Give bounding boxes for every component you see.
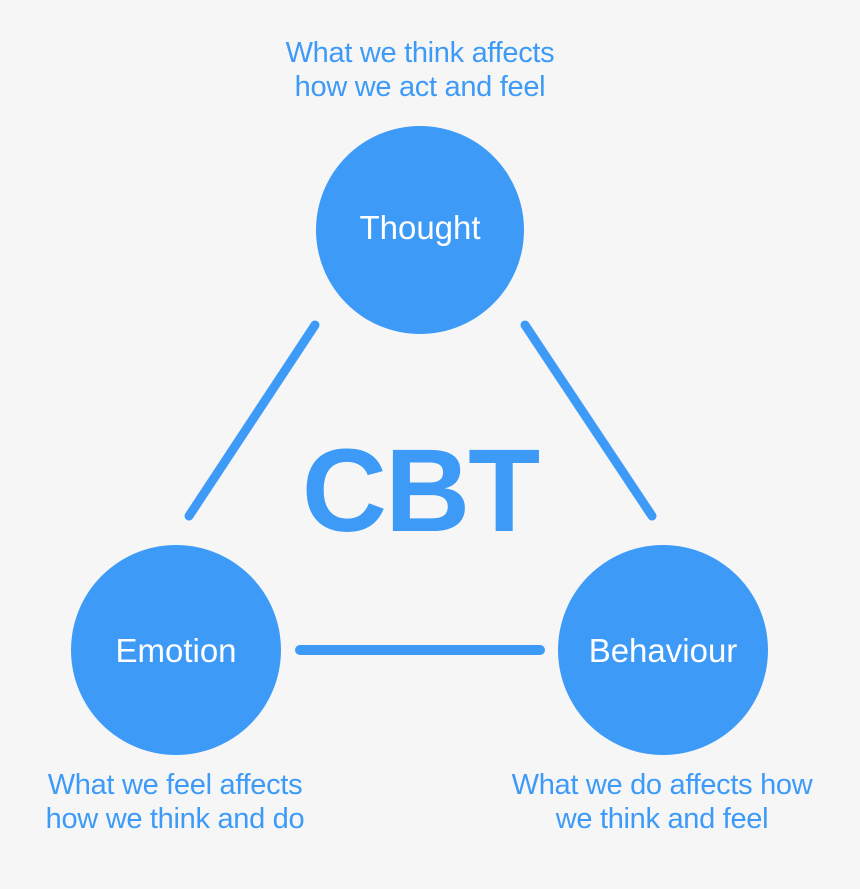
node-label-behaviour: Behaviour (588, 632, 738, 669)
caption-behaviour-line-2: we think and feel (555, 803, 769, 835)
node-label-thought: Thought (359, 209, 481, 246)
caption-thought-line-2: how we act and feel (294, 71, 546, 103)
caption-thought-line-1: What we think affects (285, 37, 555, 69)
caption-thought: What we think affects how we act and fee… (220, 36, 620, 104)
caption-behaviour: What we do affects how we think and feel (462, 768, 860, 836)
edge-thought-emotion (184, 320, 320, 521)
caption-emotion: What we feel affects how we think and do (0, 768, 350, 836)
node-emotion-circle (71, 545, 281, 755)
node-behaviour-circle (558, 545, 768, 755)
edge-thought-behaviour (520, 320, 657, 521)
node-thought-circle (316, 126, 524, 334)
caption-behaviour-line-1: What we do affects how (511, 769, 813, 801)
node-label-emotion: Emotion (115, 632, 237, 669)
caption-emotion-line-1: What we feel affects (47, 769, 303, 801)
center-title: CBT (301, 425, 541, 557)
caption-emotion-line-2: how we think and do (45, 803, 305, 835)
